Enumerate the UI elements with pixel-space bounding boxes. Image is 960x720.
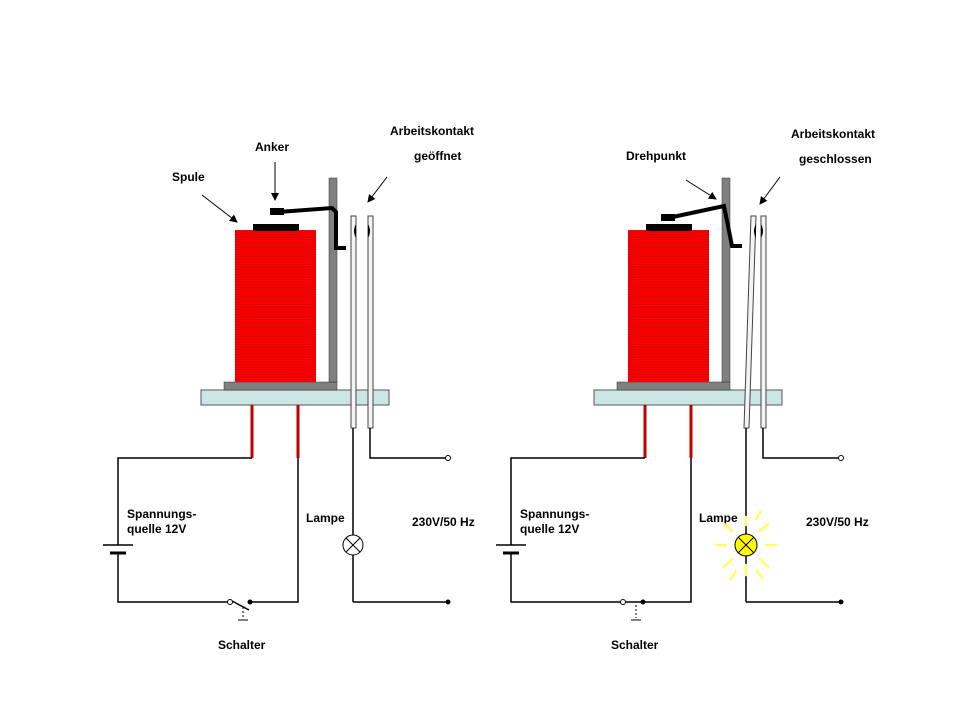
contact-arrow	[759, 176, 781, 205]
switch-terminal	[640, 599, 646, 605]
schalter-label: Schalter	[218, 638, 266, 652]
coil	[628, 230, 709, 382]
source-label-line1: Spannungs-	[127, 507, 196, 521]
relay-left-open: Anker Spule Arbeitskontakt geöffnet Span…	[103, 124, 475, 652]
switch-blade	[231, 600, 250, 611]
contact-point	[354, 224, 356, 238]
control-wire	[117, 457, 252, 545]
load-wire	[762, 428, 839, 459]
control-wire	[510, 458, 692, 603]
core-top	[646, 224, 692, 231]
contact-point	[368, 224, 370, 238]
contact-strip-fixed	[367, 215, 374, 429]
yoke	[328, 177, 338, 383]
mains-terminal	[838, 599, 844, 605]
mains-label: 230V/50 Hz	[806, 515, 869, 529]
control-wire	[250, 458, 299, 603]
base-plate	[593, 389, 783, 406]
switch-terminal	[247, 599, 253, 605]
control-wire	[510, 457, 645, 545]
core-plate	[223, 381, 338, 391]
source-label-line2: quelle 12V	[127, 522, 186, 536]
source-label-line2: quelle 12V	[520, 522, 579, 536]
mains-terminal	[838, 455, 844, 461]
contact-label-line2: geschlossen	[799, 152, 872, 166]
spule-label: Spule	[172, 170, 205, 184]
coil-body	[235, 230, 316, 382]
schalter-label: Schalter	[611, 638, 659, 652]
switch-terminal	[227, 599, 233, 605]
spule-arrow	[201, 194, 238, 223]
armature	[270, 208, 284, 215]
contact-arrow	[367, 176, 388, 203]
mains-terminal	[445, 455, 451, 461]
contact-label-line2: geöffnet	[414, 149, 461, 163]
armature-lever	[277, 205, 346, 250]
relay-right-closed: Drehpunkt Arbeitskontakt geschlossen Spa…	[496, 127, 875, 652]
contact-label-line1: Arbeitskontakt	[390, 124, 474, 138]
core-plate	[616, 381, 731, 391]
anker-label: Anker	[255, 140, 289, 154]
contact-point	[761, 224, 763, 238]
coil-body	[628, 230, 709, 382]
source-label-line1: Spannungs-	[520, 507, 589, 521]
lampe-label: Lampe	[306, 511, 345, 525]
drehpunkt-arrow	[685, 179, 717, 200]
contact-point	[754, 224, 756, 238]
armature-lever	[667, 203, 742, 248]
mains-label: 230V/50 Hz	[412, 515, 475, 529]
lampe-label: Lampe	[699, 511, 738, 525]
contact-label-line1: Arbeitskontakt	[791, 127, 875, 141]
contact-strip-fixed	[760, 215, 767, 429]
lamp-rays	[714, 509, 778, 581]
load-wire	[369, 428, 446, 459]
switch-terminal	[620, 599, 626, 605]
coil	[235, 230, 316, 382]
contact-strip-movable	[350, 215, 357, 429]
lamp-off	[342, 534, 364, 556]
core-top	[253, 224, 299, 231]
lamp-on	[734, 533, 758, 557]
control-wire	[117, 553, 228, 603]
drehpunkt-label: Drehpunkt	[626, 149, 686, 163]
contact-strip-movable	[743, 215, 757, 429]
yoke	[721, 177, 731, 383]
base-plate	[200, 389, 390, 406]
mains-terminal	[445, 599, 451, 605]
